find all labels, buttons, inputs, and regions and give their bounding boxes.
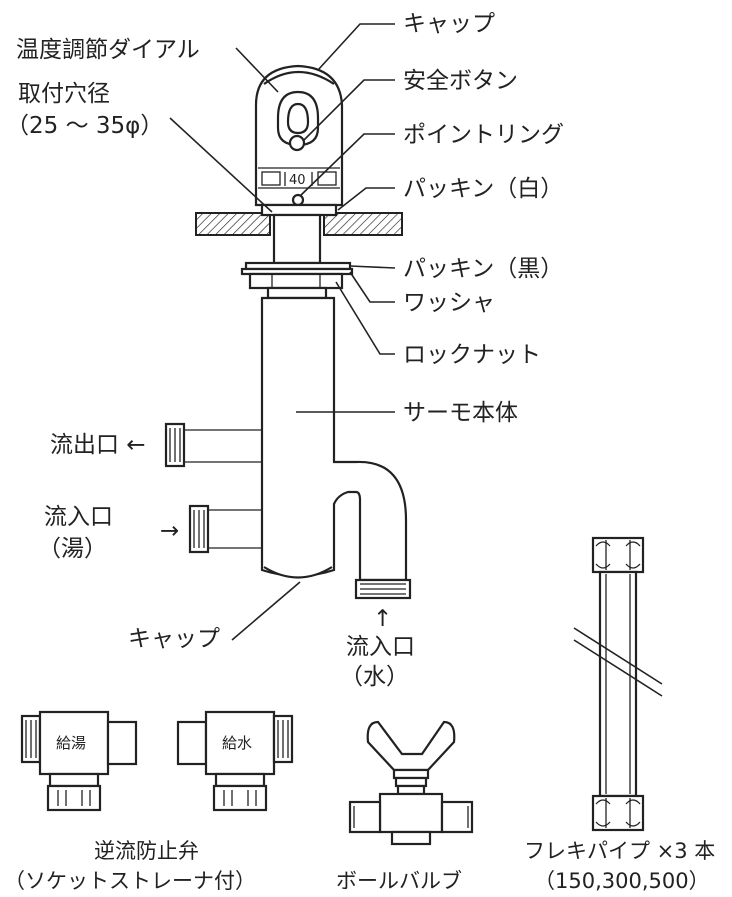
label-packing-black: パッキン（黒）	[403, 256, 563, 282]
label-temp-dial: 温度調節ダイアル	[16, 37, 200, 63]
lock-nut-part	[248, 272, 344, 290]
label-packing-white: パッキン（白）	[403, 176, 563, 202]
valve-cold-label: 給水	[222, 734, 252, 752]
dial-number: 40	[289, 173, 306, 188]
label-mount-hole: 取付穴径	[18, 81, 110, 107]
check-valve-cold	[176, 710, 294, 812]
dial-head	[254, 64, 344, 217]
label-check-valve-1: 逆流防止弁	[94, 839, 199, 863]
shank	[272, 213, 322, 265]
label-outlet: 流出口 ←	[50, 432, 146, 458]
label-inlet-hot-2: （湯）	[38, 536, 107, 562]
thermo-body-part	[260, 296, 408, 582]
label-cap-bottom: キャップ	[128, 626, 220, 652]
label-flex-pipe-2: （150,300,500）	[534, 869, 710, 893]
leader-lines	[169, 23, 396, 641]
check-valve-hot	[20, 710, 138, 812]
label-inlet-cold-1: 流入口	[346, 634, 415, 660]
label-inlet-hot-arrow: →	[160, 518, 179, 544]
label-mount-hole-size: （25 ～ 35φ）	[6, 113, 163, 139]
label-safety-button: 安全ボタン	[403, 68, 518, 94]
label-cap-top: キャップ	[403, 11, 495, 37]
counter-right	[323, 212, 403, 236]
label-ball-valve: ボールバルブ	[336, 869, 462, 893]
label-flex-pipe-1: フレキパイプ ×3 本	[524, 839, 715, 863]
valve-hot-label: 給湯	[56, 734, 86, 752]
label-washer: ワッシャ	[403, 290, 495, 316]
ball-valve	[348, 720, 474, 846]
label-lock-nut: ロックナット	[403, 342, 541, 368]
label-inlet-hot-1: 流入口	[44, 504, 113, 530]
flex-pipe	[573, 536, 663, 832]
label-inlet-cold-2: （水）	[340, 664, 409, 690]
counter-left	[195, 212, 271, 236]
label-check-valve-2: （ソケットストレーナ付）	[4, 869, 256, 893]
label-thermo-body: サーモ本体	[403, 400, 518, 426]
label-point-ring: ポイントリング	[403, 122, 564, 148]
nipple	[266, 286, 328, 300]
body-cap-bottom	[263, 566, 333, 579]
label-inlet-cold-arrow: ↑	[373, 606, 392, 632]
